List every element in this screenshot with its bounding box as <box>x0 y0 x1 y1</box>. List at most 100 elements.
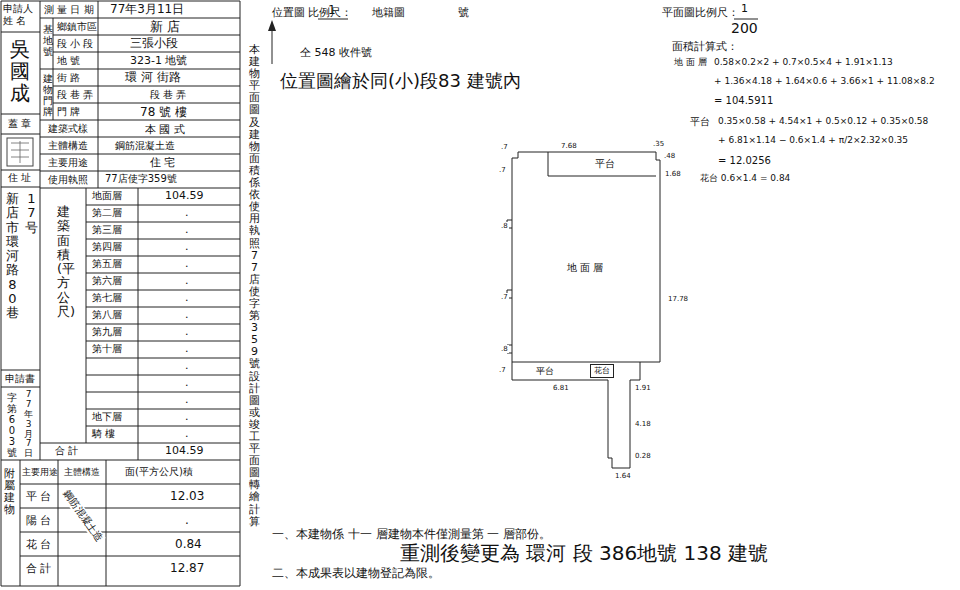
dimension-label: 1.91 <box>634 384 652 392</box>
vertical-text: 77年3月7日 <box>24 390 33 459</box>
form-field: = 12.0256 <box>718 155 771 167</box>
form-field: 重測後變更為 環河 段 386地號 138 建號 <box>400 541 768 565</box>
form-field: 平 台 <box>26 490 52 503</box>
form-field: 12.03 <box>170 489 204 503</box>
form-field: . <box>185 359 189 372</box>
form-field: 主體構造 <box>64 467 100 478</box>
table-grid <box>1 1 240 586</box>
plan-area: 平台 <box>594 158 616 170</box>
form-field: . <box>185 410 189 423</box>
seal-marks <box>11 141 29 163</box>
form-field: 0.84 <box>175 537 202 551</box>
form-field: 鄉鎮市區 <box>57 21 97 33</box>
dimension-label: 0.28 <box>634 452 652 460</box>
form-field: 主要用途 <box>22 467 58 478</box>
form-field: 0.58×0.2×2 + 0.7×0.5×4 + 1.91×1.13 <box>714 57 893 68</box>
form-field: 第二層 <box>92 207 122 219</box>
form-field: 第八層 <box>92 309 122 321</box>
form-field: + 1.36×4.18 + 1.64×0.6 + 3.66×1 + 11.08×… <box>714 76 935 87</box>
dimension-label: .8 <box>500 345 509 353</box>
form-field: . <box>185 206 189 219</box>
form-field: . <box>185 393 189 406</box>
form-field: . <box>185 308 189 321</box>
vertical-text: 吳國成 <box>10 38 30 104</box>
dimension-label: .35 <box>652 140 665 148</box>
form-field: . <box>185 257 189 270</box>
form-field: 三張小段 <box>130 36 178 50</box>
form-field: 地 號 <box>57 55 80 67</box>
form-field: 地 面 層 <box>674 57 707 68</box>
area-name: 花台 <box>594 366 610 375</box>
form-field: 第三層 <box>92 224 122 236</box>
north-arrow-head <box>268 20 276 31</box>
form-field: 花台 0.6×1.4 = 0.84 <box>700 173 790 184</box>
form-field: 面積計算式： <box>672 40 738 53</box>
form-field: 住 址 <box>8 172 31 184</box>
form-field: 街 路 <box>57 72 80 84</box>
form-field: 地籍圖 <box>372 6 405 19</box>
form-field: 新 店 <box>150 19 180 35</box>
dimension-label: .48 <box>663 152 676 160</box>
form-field: 仝 548 收件號 <box>300 46 372 59</box>
dimension-label: 6.81 <box>552 384 570 392</box>
dimension-label: .7 <box>498 166 507 174</box>
form-field: 段 巷 弄 <box>150 89 186 101</box>
form-field: 段 巷 弄 <box>57 89 93 101</box>
form-field: 主體構造 <box>48 140 88 152</box>
dimension-label: 4.18 <box>634 420 652 428</box>
vertical-text: 字第603號 <box>7 392 17 458</box>
form-field: 騎 樓 <box>92 428 115 440</box>
form-field: . <box>185 223 189 236</box>
form-field: + 6.81×1.14 − 0.6×1.4 + π/2×2.32×0.35 <box>718 135 908 146</box>
dimension-label: 17.78 <box>667 295 689 303</box>
planter-box: 花台 <box>590 364 614 378</box>
form-field: 合 計 <box>55 445 78 457</box>
form-field: . <box>185 274 189 287</box>
form-field: 面(平方公尺)積 <box>125 466 193 478</box>
vertical-text: 建物門牌 <box>43 73 53 117</box>
plan-area: 平台 <box>535 366 555 377</box>
form-field: 一、本建物係 十一 層建物本件僅測量第 一 層部份。 <box>272 527 551 541</box>
form-field: 建築式樣 <box>48 123 88 135</box>
form-field: 第六層 <box>92 275 122 287</box>
form-field: 使用執照 <box>48 174 88 186</box>
form-field: . <box>185 291 189 304</box>
dimension-label: 7.68 <box>560 142 578 150</box>
dimension-label: .7 <box>500 143 509 151</box>
vertical-text: 附屬建物 <box>4 468 15 516</box>
form-field: 200 <box>731 20 758 37</box>
form-field: 第七層 <box>92 292 122 304</box>
form-field: 二、本成果表以建物登記為限。 <box>272 566 440 580</box>
form-field: 77年3月11日 <box>110 2 184 16</box>
form-field: 花 台 <box>26 538 52 551</box>
form-field: . <box>185 427 189 440</box>
area-name: 平台 <box>536 366 554 376</box>
vertical-text: 基地號 <box>43 24 53 57</box>
form-field: = 104.5911 <box>714 95 773 107</box>
form-field: 0.35×0.58 + 4.54×1 + 0.5×0.12 + 0.35×0.5… <box>718 116 928 127</box>
form-field: 第九層 <box>92 326 122 338</box>
seal-stamp <box>7 138 33 166</box>
form-field: 申請書 <box>5 373 35 385</box>
form-field: 1 <box>741 2 748 15</box>
form-field: 陽 台 <box>26 514 52 527</box>
floor-plan-outline <box>512 152 660 468</box>
form-field: . <box>185 342 189 355</box>
form-field: 地下層 <box>92 411 122 423</box>
form-field: 104.59 <box>165 189 204 202</box>
form-field: . <box>185 376 189 389</box>
dimension-label: 1.64 <box>614 472 632 480</box>
vertical-text: 本建物平面圖及建物面積係依使用執照77店使字第359號設計圖或竣工平面圖轉繪計算 <box>249 44 260 528</box>
form-field: . <box>185 240 189 253</box>
form-field: 合 計 <box>26 562 52 575</box>
form-field: 104.59 <box>165 444 204 457</box>
form-field: 鋼筋混凝土造 <box>115 140 175 152</box>
form-field: 段 小 段 <box>57 38 93 50</box>
plan-area: 地 面 層 <box>566 262 604 274</box>
form-field: 位置圖 比例尺： <box>272 6 353 19</box>
form-field: 環 河 街路 <box>125 70 181 84</box>
form-field: 住 宅 <box>150 156 176 169</box>
form-field: 第五層 <box>92 258 122 270</box>
form-field: 蓋 章 <box>8 118 31 130</box>
form-field: 申請人 姓 名 <box>3 3 39 27</box>
